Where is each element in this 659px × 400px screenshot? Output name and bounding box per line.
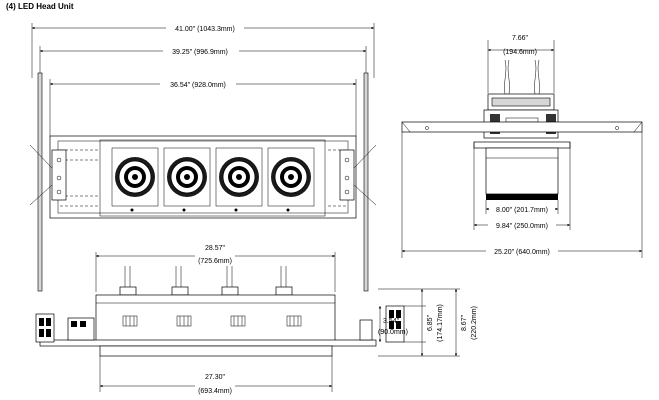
drawing-title: (4) LED Head Unit <box>6 2 74 11</box>
height-total-mm: (220.2mm) <box>471 306 478 340</box>
led-module-1 <box>111 147 159 207</box>
left-hanger-bar <box>37 72 43 292</box>
front-top-width-mm: (725.6mm) <box>198 258 232 265</box>
right-hanger-bar <box>363 72 369 292</box>
front-bottom-width-mm: (693.4mm) <box>198 388 232 395</box>
led-module-3 <box>215 147 263 207</box>
height-total-in: 8.67" <box>461 314 468 331</box>
side-view: 7.66" (194.6mm) 8.00" (201.7mm) <box>401 35 643 258</box>
front-body <box>95 294 336 342</box>
height-mid-in: 6.85" <box>427 314 434 331</box>
front-trim <box>99 345 333 357</box>
height-mid-mm: (174.17mm) <box>437 304 444 342</box>
side-outer-width-label: 9.84" (250.0mm) <box>496 223 548 230</box>
front-left-junction <box>35 313 55 343</box>
side-top-width-mm: (194.6mm) <box>503 49 537 56</box>
side-inner-width-label: 8.00" (201.7mm) <box>496 207 548 214</box>
left-side-bracket <box>51 149 67 201</box>
front-bottom-width-in: 27.30" <box>205 374 226 381</box>
front-top-width-in: 28.57" <box>205 245 226 252</box>
height-small-in: 3.54" <box>383 318 400 325</box>
height-small-mm: (90.0mm) <box>378 329 408 336</box>
front-view: 28.57" (725.6mm) <box>35 242 480 398</box>
front-flange <box>39 339 377 347</box>
right-side-bracket <box>339 149 355 201</box>
housing-width-label: 36.54" (928.0mm) <box>170 82 226 89</box>
bracket-width-label: 39.25" (996.9mm) <box>172 49 228 56</box>
side-top-width-in: 7.66" <box>512 35 529 42</box>
side-hanger-bar <box>401 121 643 133</box>
trim-flange <box>473 141 571 149</box>
front-right-bracket <box>359 319 373 341</box>
side-body <box>485 147 559 195</box>
led-module-2 <box>163 147 211 207</box>
side-overall-width-label: 25.20" (640.0mm) <box>494 249 550 256</box>
overall-width-label: 41.00" (1043.3mm) <box>175 26 235 33</box>
led-module-4 <box>267 147 315 207</box>
top-view: 41.00" (1043.3mm) 39.25" (996.9mm) 36.54… <box>29 23 377 292</box>
module-frame <box>99 139 326 217</box>
